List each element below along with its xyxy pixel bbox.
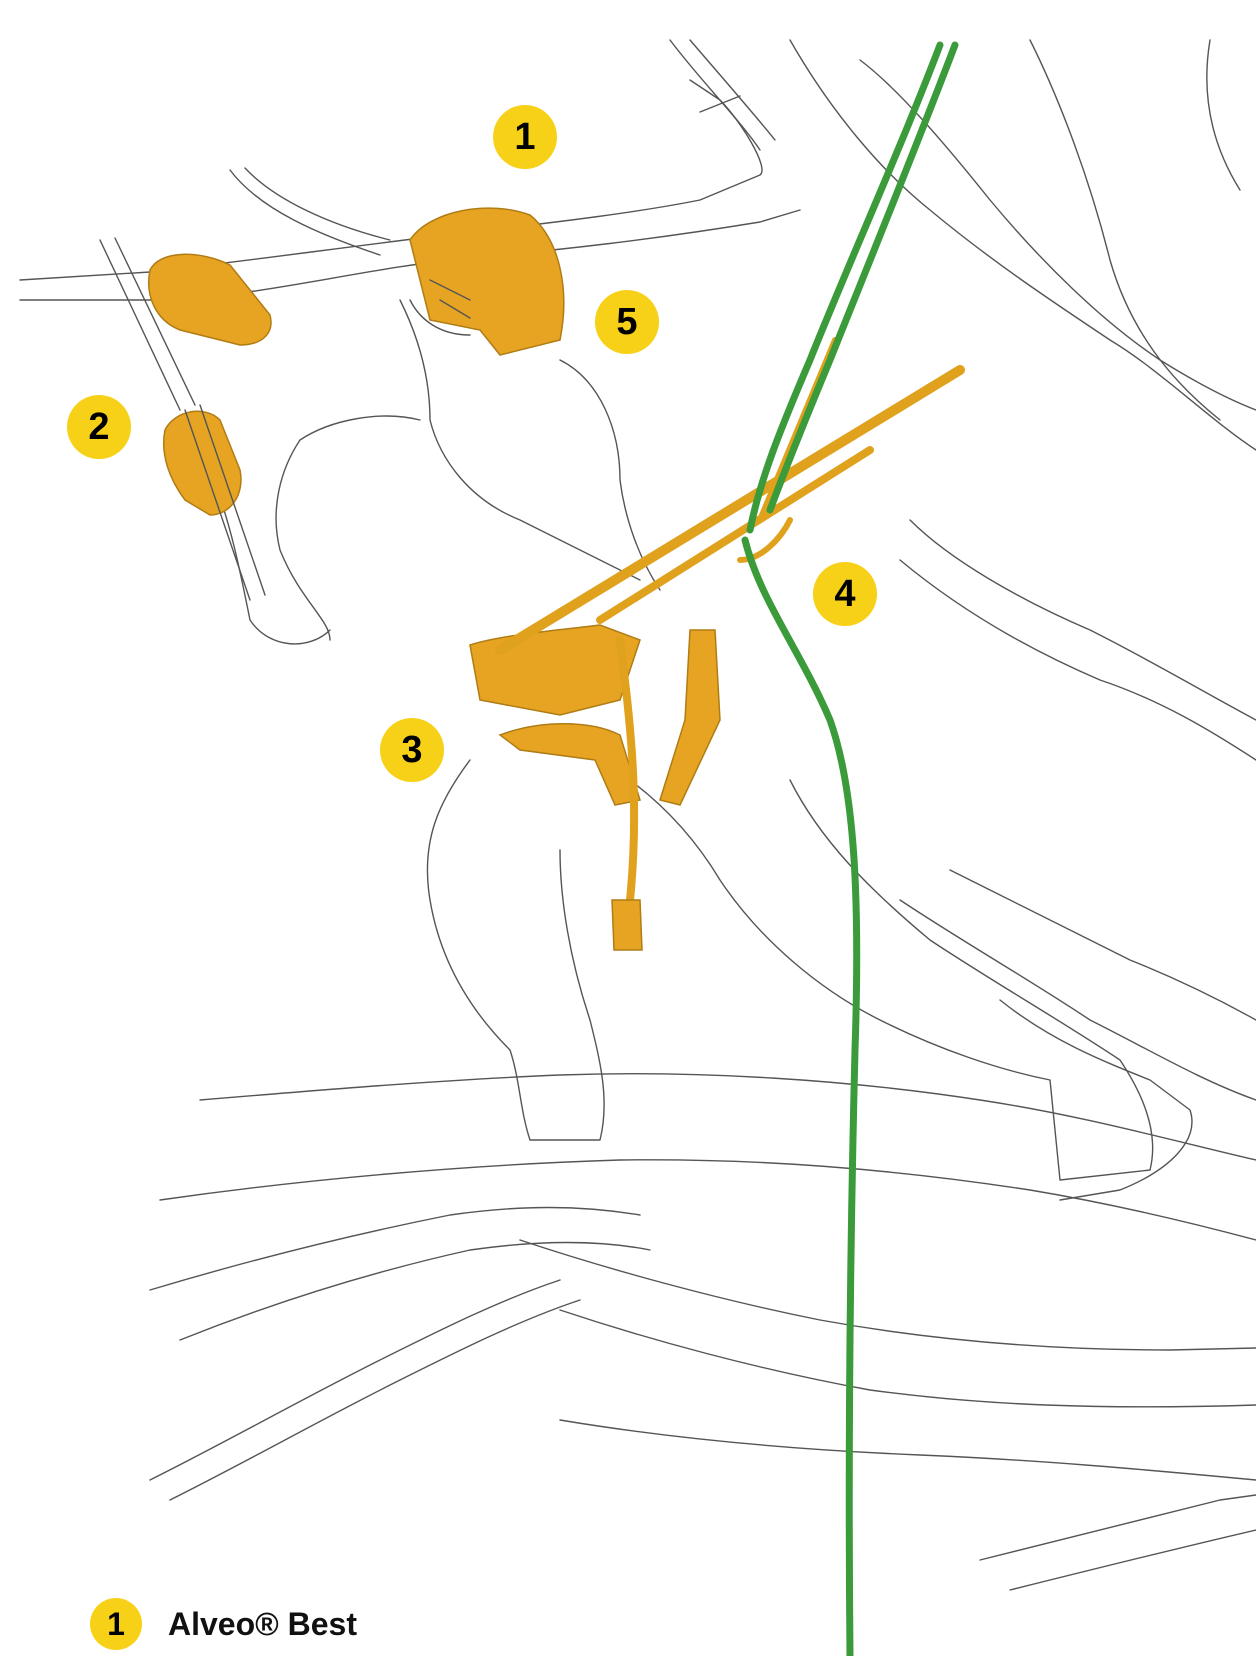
callout-1: 1 [493, 105, 557, 169]
callout-3: 3 [380, 718, 444, 782]
harness [470, 340, 960, 950]
legend-number-badge: 1 [90, 1598, 142, 1650]
helmet [410, 208, 564, 355]
gloves [149, 254, 271, 515]
legend-label: Alveo® Best [168, 1606, 357, 1643]
callout-5: 5 [595, 290, 659, 354]
callout-4: 4 [813, 562, 877, 626]
legend: 1 Alveo® Best [90, 1598, 357, 1650]
callout-2: 2 [67, 395, 131, 459]
climbing-rope [745, 45, 955, 1656]
